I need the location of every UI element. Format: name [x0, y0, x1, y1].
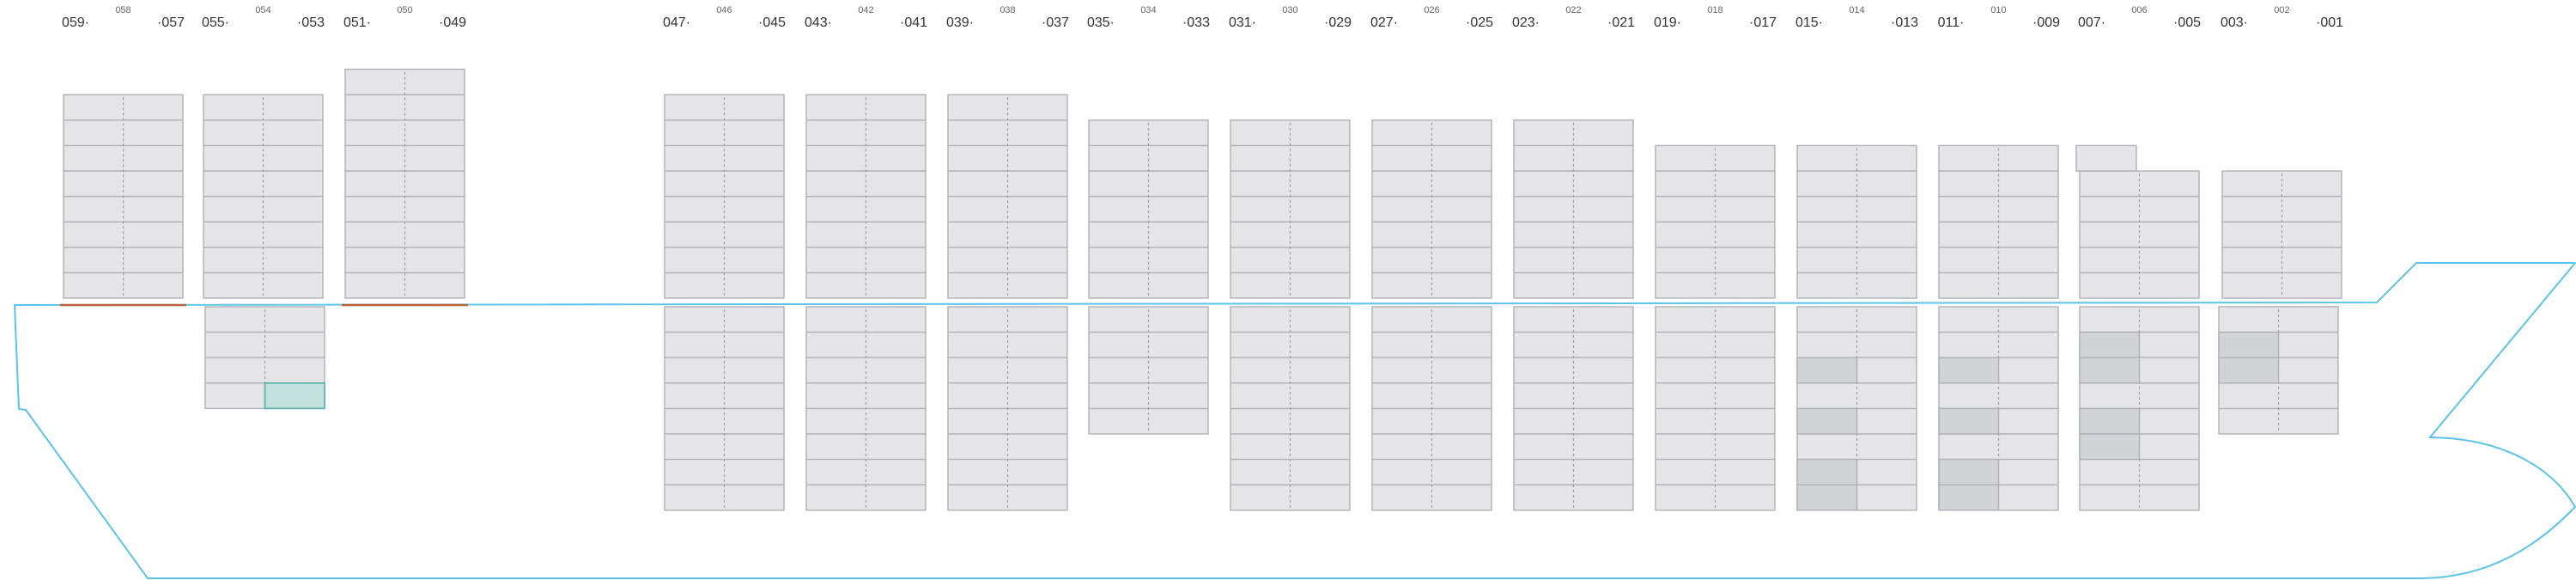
occupied-slot[interactable]	[2079, 407, 2141, 435]
bay-label-fwd: ·025	[1466, 15, 1493, 30]
bay-label-aft: 023·	[1512, 15, 1540, 30]
bay-055-053	[203, 94, 325, 410]
bay-label-fwd: ·029	[1324, 15, 1352, 30]
bay-label-fwd: ·041	[900, 15, 927, 30]
extra-slot	[2075, 144, 2137, 172]
occupied-slot[interactable]	[1796, 357, 1858, 384]
bay-label-even: 018	[1707, 5, 1722, 15]
bay-043-041	[805, 94, 927, 511]
bay-label-fwd: ·001	[2316, 15, 2343, 30]
bay-label-fwd: ·053	[297, 15, 325, 30]
bay-label-aft: 019·	[1654, 15, 1681, 30]
bay-label-even: 010	[1990, 5, 2006, 15]
occupied-slot[interactable]	[1796, 458, 1858, 485]
above-deck-stack	[1088, 119, 1209, 299]
bay-label-even: 058	[115, 5, 131, 15]
bay-047-045	[664, 94, 785, 511]
bay-label-fwd: ·049	[439, 15, 466, 30]
bay-label-fwd: ·017	[1749, 15, 1777, 30]
bay-label-aft: 007·	[2078, 15, 2105, 30]
bay-label-aft: 035·	[1087, 15, 1115, 30]
bay-label-fwd: ·037	[1042, 15, 1069, 30]
selected-slot[interactable]	[264, 382, 325, 410]
bay-label-even: 054	[255, 5, 270, 15]
occupied-slot[interactable]	[1796, 407, 1858, 435]
bay-label-fwd: ·013	[1891, 15, 1918, 30]
bay-label-even: 026	[1424, 5, 1439, 15]
bay-027-025	[1371, 119, 1492, 511]
bay-011-009	[1938, 144, 2059, 511]
bay-label-aft: 015·	[1795, 15, 1823, 30]
bay-label-even: 050	[397, 5, 412, 15]
occupied-slot[interactable]	[1938, 484, 2000, 511]
bay-label-fwd: ·005	[2173, 15, 2201, 30]
bay-label-aft: 055·	[202, 15, 229, 30]
bay-label-even: 042	[858, 5, 873, 15]
bay-labels: 059· ·057 058 055· ·053 054 051· ·049 050 047· ·04…	[62, 5, 2343, 30]
occupied-slot[interactable]	[2218, 331, 2280, 358]
bay-015-013	[1796, 144, 1917, 511]
bay-columns	[60, 68, 2342, 511]
bay-059-057	[60, 94, 186, 307]
bay-label-even: 006	[2131, 5, 2147, 15]
bay-label-even: 038	[999, 5, 1015, 15]
bay-label-aft: 059·	[62, 15, 89, 30]
bay-label-aft: 011·	[1938, 15, 1965, 30]
vessel-hull	[13, 262, 2576, 579]
occupied-slot[interactable]	[2218, 357, 2280, 384]
occupied-slot[interactable]	[1938, 357, 2000, 384]
bay-label-even: 022	[1565, 5, 1581, 15]
occupied-slot[interactable]	[2079, 433, 2141, 461]
bay-label-aft: 047·	[663, 15, 690, 30]
bay-label-fwd: ·033	[1182, 15, 1210, 30]
bay-label-even: 002	[2274, 5, 2289, 15]
bay-019-017	[1655, 144, 1776, 511]
bay-051-049	[342, 68, 468, 307]
bay-label-aft: 003·	[2221, 15, 2248, 30]
bay-label-aft: 051·	[343, 15, 371, 30]
occupied-slot[interactable]	[1796, 484, 1858, 511]
bay-023-021	[1513, 119, 1634, 511]
occupied-slot[interactable]	[1938, 458, 2000, 485]
bay-label-fwd: ·009	[2032, 15, 2060, 30]
occupied-slot[interactable]	[1938, 407, 2000, 435]
bay-label-aft: 043·	[805, 15, 832, 30]
above-deck-stack	[1371, 119, 1492, 299]
bay-label-even: 014	[1849, 5, 1864, 15]
above-deck-stack	[1513, 119, 1634, 299]
bay-label-even: 046	[716, 5, 732, 15]
bay-031-029	[1230, 119, 1351, 511]
bay-label-fwd: ·021	[1607, 15, 1635, 30]
above-deck-stack	[1230, 119, 1351, 299]
bay-label-even: 030	[1282, 5, 1297, 15]
occupied-slot[interactable]	[2079, 357, 2141, 384]
occupied-slot[interactable]	[2079, 331, 2141, 358]
bay-label-fwd: ·057	[157, 15, 185, 30]
bay-label-aft: 031·	[1229, 15, 1256, 30]
bay-label-aft: 027·	[1370, 15, 1398, 30]
hull-outline	[13, 262, 2576, 579]
bay-039-037	[947, 94, 1068, 511]
bay-035-033	[1088, 119, 1209, 435]
bay-label-fwd: ·045	[758, 15, 786, 30]
bay-label-aft: 039·	[946, 15, 974, 30]
bay-label-even: 034	[1140, 5, 1156, 15]
